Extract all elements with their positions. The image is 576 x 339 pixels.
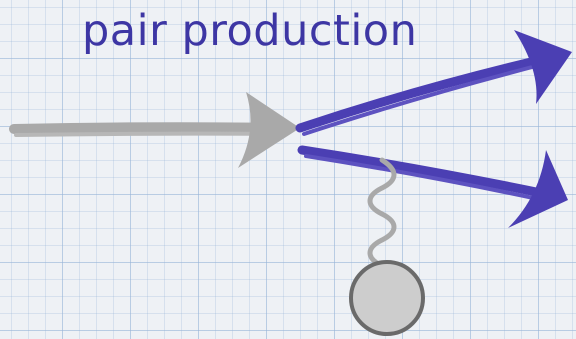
incoming-photon-arrow (14, 92, 300, 168)
electron-arrow (300, 30, 572, 134)
positron-arrow (302, 150, 568, 228)
nucleus-circle (351, 262, 423, 334)
